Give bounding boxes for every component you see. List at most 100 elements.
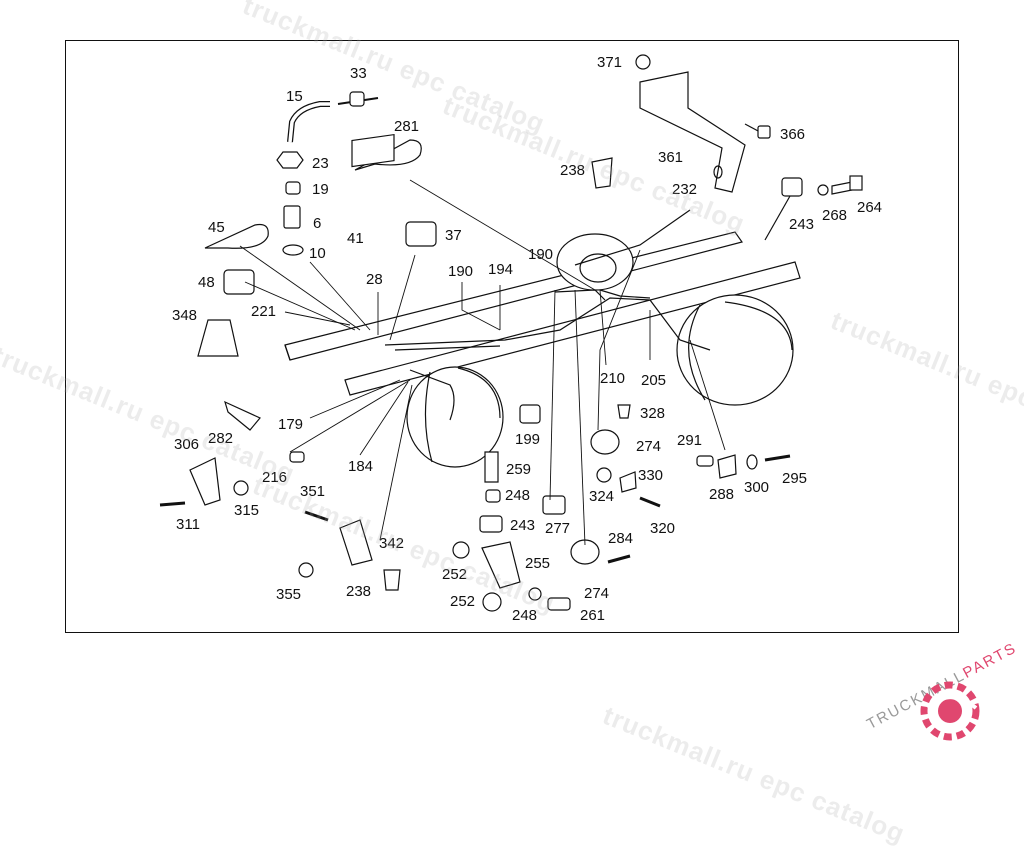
callout-194: 194 — [488, 261, 514, 278]
pin-291 — [696, 455, 714, 467]
callout-6: 6 — [313, 215, 322, 232]
callout-199: 199 — [515, 431, 541, 448]
callout-210: 210 — [600, 370, 626, 387]
callout-300: 300 — [744, 479, 770, 496]
callout-243b: 243 — [510, 517, 536, 534]
callout-248a: 248 — [505, 487, 531, 504]
callout-366: 366 — [780, 126, 806, 143]
washer-248b — [528, 587, 542, 601]
nut-315 — [233, 480, 249, 496]
callout-348: 348 — [172, 307, 198, 324]
callout-274a: 274 — [636, 438, 662, 455]
brake-drum-right — [676, 294, 794, 406]
bolt-311 — [159, 501, 186, 507]
cable-tie-45 — [204, 223, 269, 249]
callout-288: 288 — [709, 486, 735, 503]
callout-190b: 190 — [528, 246, 554, 263]
exploded-parts-diagram — [159, 54, 863, 612]
grommet-274a — [590, 429, 620, 455]
fitting-243-268-264 — [764, 175, 863, 241]
callout-255: 255 — [525, 555, 551, 572]
sleeve-199 — [519, 404, 541, 424]
callout-10: 10 — [309, 245, 326, 262]
clip-282 — [224, 400, 261, 431]
callout-361: 361 — [658, 149, 684, 166]
callout-184: 184 — [348, 458, 374, 475]
callout-252b: 252 — [450, 593, 476, 610]
callout-48: 48 — [198, 274, 215, 291]
callout-179: 179 — [278, 416, 304, 433]
brake-drum-center — [556, 233, 634, 291]
bracket-348 — [197, 319, 239, 357]
callout-342: 342 — [379, 535, 405, 552]
screw-320 — [639, 496, 661, 508]
callout-311: 311 — [176, 516, 200, 533]
clip-238b — [383, 569, 401, 591]
gear-icon — [920, 681, 980, 741]
nut-355 — [298, 562, 314, 578]
callout-328: 328 — [640, 405, 666, 422]
callout-281: 281 — [394, 118, 420, 135]
callout-261: 261 — [580, 607, 606, 624]
callout-268: 268 — [822, 207, 848, 224]
bolt-295 — [764, 454, 791, 462]
callout-37: 37 — [445, 227, 462, 244]
clamp-306 — [189, 457, 221, 506]
callout-371: 371 — [597, 54, 623, 71]
bolt-284 — [607, 554, 631, 564]
leader-232 — [574, 209, 691, 266]
callout-259: 259 — [506, 461, 532, 478]
pin-216 — [289, 451, 305, 463]
callout-248b: 248 — [512, 607, 538, 624]
nut-371 — [635, 54, 651, 70]
nut-252a — [452, 541, 470, 559]
callout-330: 330 — [638, 467, 664, 484]
clip-277 — [542, 495, 566, 515]
hose-15-33 — [287, 91, 379, 143]
clip-238a — [591, 157, 613, 189]
callout-320: 320 — [650, 520, 676, 537]
callout-284: 284 — [608, 530, 634, 547]
bolt-351 — [304, 510, 329, 522]
diagram-frame — [65, 40, 959, 633]
callout-23: 23 — [312, 155, 329, 172]
callout-205: 205 — [641, 372, 667, 389]
brake-drum-left — [406, 366, 504, 468]
bracket-342 — [339, 519, 373, 566]
callout-295: 295 — [782, 470, 808, 487]
callout-221: 221 — [251, 303, 277, 320]
chassis-rail-rear — [344, 261, 801, 396]
callout-306: 306 — [174, 436, 200, 453]
leader-lines — [239, 179, 726, 546]
callout-28: 28 — [366, 271, 383, 288]
callout-190a: 190 — [448, 263, 474, 280]
clip-37 — [405, 221, 437, 247]
callout-291: 291 — [677, 432, 703, 449]
callout-243a: 243 — [789, 216, 815, 233]
callout-315: 315 — [234, 502, 260, 519]
callout-33: 33 — [350, 65, 367, 82]
truckmall-parts-logo: TRUCKMALLPARTS — [858, 639, 1020, 746]
nut-252b — [482, 592, 502, 612]
callout-41: 41 — [347, 230, 364, 247]
callout-282: 282 — [208, 430, 234, 447]
pad-41 — [351, 133, 395, 168]
bushing-248a — [485, 489, 501, 503]
bolt-261 — [547, 597, 571, 611]
callout-351: 351 — [300, 483, 326, 500]
callout-264: 264 — [857, 199, 883, 216]
callout-238a: 238 — [560, 162, 586, 179]
callout-45: 45 — [208, 219, 225, 236]
fittings-23-19-6-10 — [276, 151, 304, 256]
clip-330 — [619, 471, 637, 493]
nut-324 — [596, 467, 612, 483]
callout-252a: 252 — [442, 566, 468, 583]
callout-19: 19 — [312, 181, 329, 198]
screw-328 — [617, 404, 631, 419]
callout-324: 324 — [589, 488, 615, 505]
callout-216: 216 — [262, 469, 288, 486]
bolt-366 — [744, 123, 771, 139]
bolt-259 — [484, 451, 499, 483]
callout-232: 232 — [672, 181, 698, 198]
callout-15: 15 — [286, 88, 303, 105]
